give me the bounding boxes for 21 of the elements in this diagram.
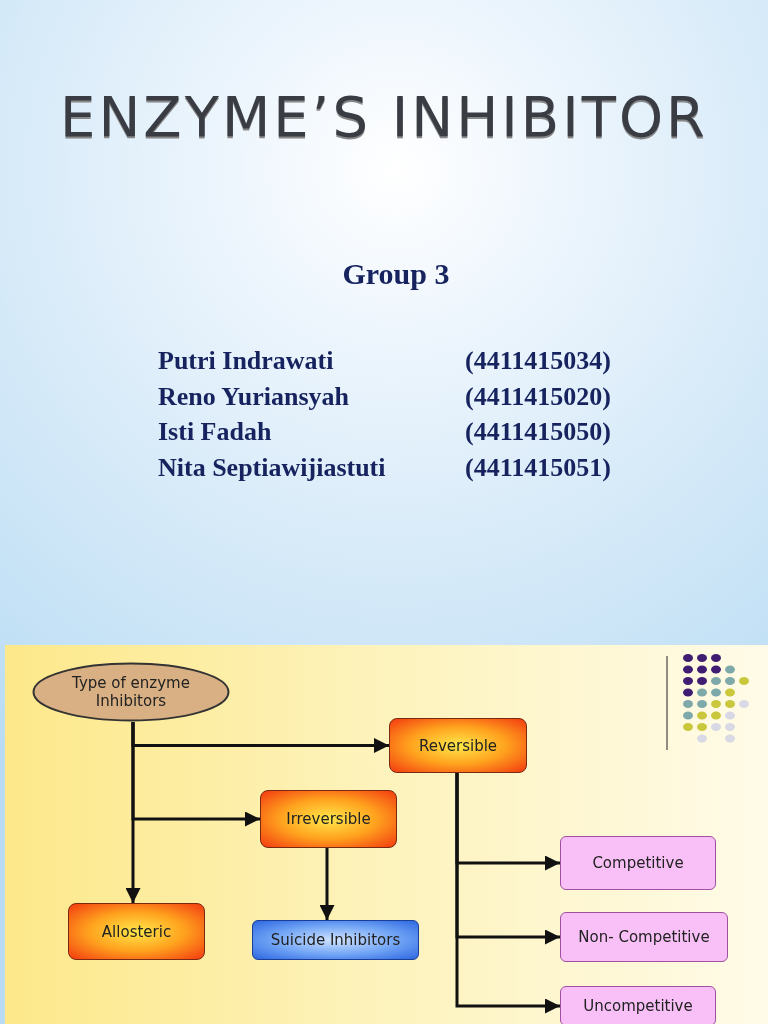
arrow — [319, 848, 335, 920]
type-box: Irreversible — [260, 790, 397, 848]
student-number: (4411415020) — [465, 384, 611, 410]
type-box: Allosteric — [68, 903, 205, 960]
member-name: Isti Fadah — [158, 419, 272, 445]
subtype-box: Non- Competitive — [560, 912, 728, 962]
arrow — [125, 722, 141, 903]
group-heading: Group 3 — [342, 259, 450, 289]
type-box: Reversible — [389, 718, 527, 773]
subtype-box: Uncompetitive — [560, 986, 716, 1024]
subtype-box: Suicide Inhibitors — [252, 920, 419, 960]
student-number: (4411415034) — [465, 348, 611, 374]
student-number: (4411415051) — [465, 455, 611, 481]
member-name: Putri Indrawati — [158, 348, 334, 374]
subtype-box: Competitive — [560, 836, 716, 890]
category-ellipse: Type of enzyme Inhibitors — [32, 662, 230, 722]
arrow — [455, 773, 560, 1014]
student-number: (4411415050) — [465, 419, 611, 445]
member-name: Reno Yuriansyah — [158, 384, 349, 410]
member-name: Nita Septiawijiastuti — [158, 455, 386, 481]
title: ENZYME’S INHIBITOR — [59, 83, 709, 151]
